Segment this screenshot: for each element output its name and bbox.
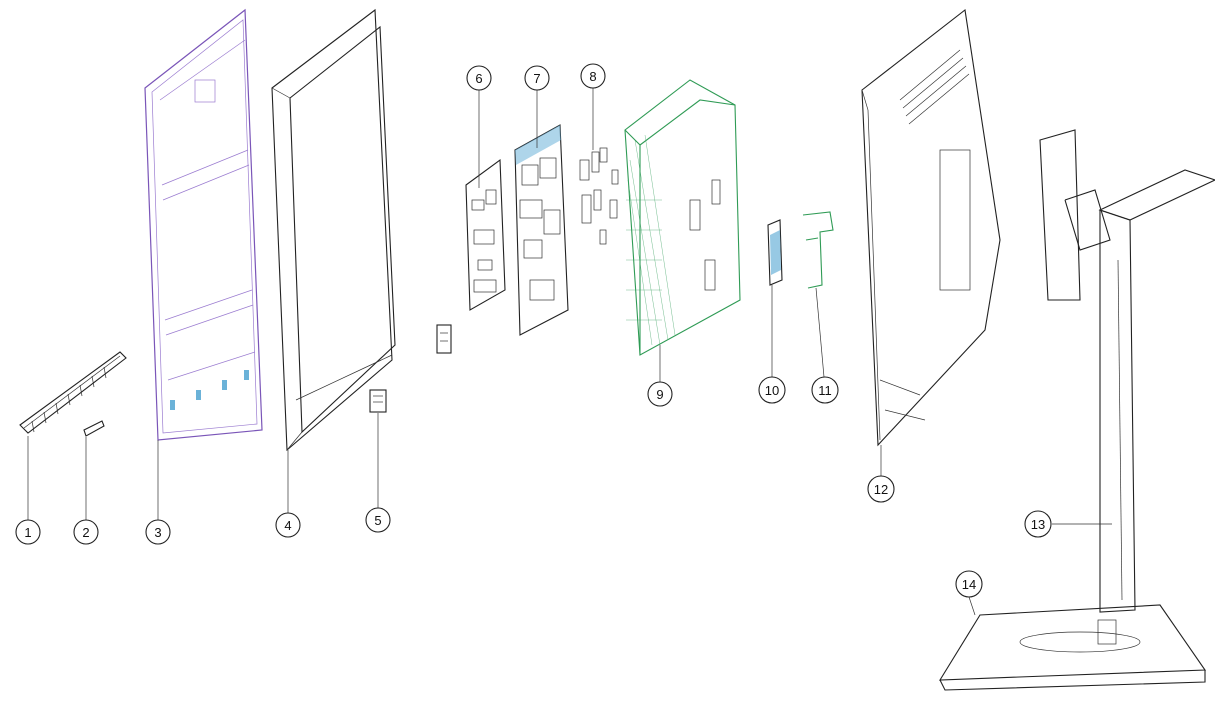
- callout-6: 6: [466, 65, 492, 91]
- part-11-green-bracket: [802, 211, 834, 289]
- callout-2: 2: [73, 519, 99, 545]
- part-6-main-board: [465, 158, 506, 311]
- callout-9: 9: [647, 381, 673, 407]
- part-5-bracket: [369, 389, 387, 413]
- svg-text:4: 4: [284, 518, 291, 533]
- svg-text:13: 13: [1031, 517, 1045, 532]
- svg-text:10: 10: [765, 383, 779, 398]
- part-3-back-plate: [144, 8, 263, 441]
- part-10-bracket: [767, 219, 783, 286]
- svg-text:11: 11: [818, 383, 832, 398]
- part-4-front-bezel: [271, 8, 396, 452]
- leader-lines: [27, 88, 1112, 616]
- callouts: 1 2 3 4 5 6 7 8: [15, 63, 1052, 598]
- svg-text:14: 14: [962, 577, 976, 592]
- connector-piece: [436, 324, 452, 354]
- svg-text:12: 12: [874, 482, 888, 497]
- svg-text:5: 5: [374, 513, 381, 528]
- part-8-small-parts: [579, 147, 619, 245]
- svg-text:6: 6: [475, 71, 482, 86]
- part-12-rear-cover: [861, 8, 1001, 447]
- svg-text:2: 2: [82, 525, 89, 540]
- part-2-small-clip: [83, 420, 105, 437]
- part-9-shield-cover: [624, 79, 741, 356]
- part-7-power-board: [514, 124, 569, 336]
- callout-7: 7: [524, 65, 550, 91]
- callout-13: 13: [1024, 510, 1052, 538]
- svg-text:7: 7: [533, 71, 540, 86]
- svg-text:9: 9: [656, 387, 663, 402]
- callout-3: 3: [145, 519, 171, 545]
- callout-10: 10: [758, 376, 786, 404]
- callout-4: 4: [275, 512, 301, 538]
- callout-12: 12: [867, 475, 895, 503]
- part-14-base: [938, 604, 1207, 691]
- svg-text:3: 3: [154, 525, 161, 540]
- callout-14: 14: [955, 570, 983, 598]
- svg-text:8: 8: [589, 69, 596, 84]
- callout-8: 8: [580, 63, 606, 89]
- callout-5: 5: [365, 507, 391, 533]
- callout-11: 11: [811, 376, 839, 404]
- callout-1: 1: [15, 519, 41, 545]
- part-13-stand-neck: [1039, 129, 1215, 613]
- svg-text:1: 1: [24, 525, 31, 540]
- part-1-button-strip: [19, 351, 127, 434]
